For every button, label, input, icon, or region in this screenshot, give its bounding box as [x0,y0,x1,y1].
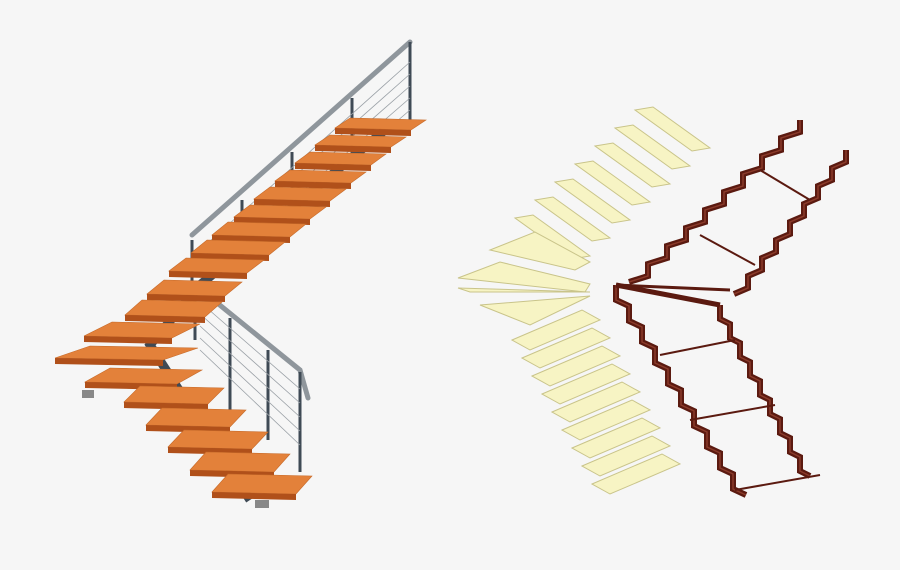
pale-tread [520,327,612,369]
pale-tread [550,381,642,423]
pale-tread [573,160,652,206]
pale-winder-tread [479,295,591,326]
wood-tread-edge [254,199,330,207]
pale-tread [533,196,612,242]
stringer-crossbar [659,339,736,356]
cable-infill [199,325,301,418]
wood-tread-edge [147,294,225,302]
stringer-highlight [733,150,847,295]
pale-winder-tread [457,261,591,293]
handrail [192,282,311,401]
stringer-landing-beam [615,282,721,308]
stringer-zigzag [717,305,812,479]
pale-tread [580,435,672,477]
stringer-highlight [719,305,811,477]
cable-infill [199,301,301,390]
pale-tread [560,399,652,441]
wood-tread-edge [295,163,371,171]
base-plate [82,390,94,398]
stringer-crossbar [734,474,821,491]
handrail [189,39,413,238]
pale-tread [553,178,632,224]
wood-tread-edge [335,128,411,136]
wood-tread-edge [169,271,247,279]
pale-tread [613,124,692,170]
pale-tread [530,345,622,387]
pale-tread [633,106,712,152]
wood-tread-edge [84,336,172,344]
pale-tread [593,142,672,188]
pale-tread [540,363,632,405]
pale-tread [510,309,602,351]
pale-tread [570,417,662,459]
stringer-highlight [628,120,801,283]
pale-tread [590,453,682,495]
wood-tread-edge [55,358,163,366]
wood-tread-edge [212,492,296,500]
stringer-crossbar [759,169,811,201]
base-plate [255,500,269,508]
pale-winder-tread [488,231,592,271]
cable-infill [199,349,301,446]
stringer-landing-beam [615,283,731,292]
wood-tread-edge [125,315,205,323]
wood-tread-edge [124,402,208,410]
stringer-highlight [615,285,747,496]
cable-infill [199,313,301,404]
stringer-crossbar [699,234,756,266]
cable-infill [199,337,301,432]
pale-winder-tread [457,287,591,293]
wood-tread-edge [315,145,391,153]
stringer-crossbar [689,404,776,421]
wood-tread-edge [275,181,351,189]
